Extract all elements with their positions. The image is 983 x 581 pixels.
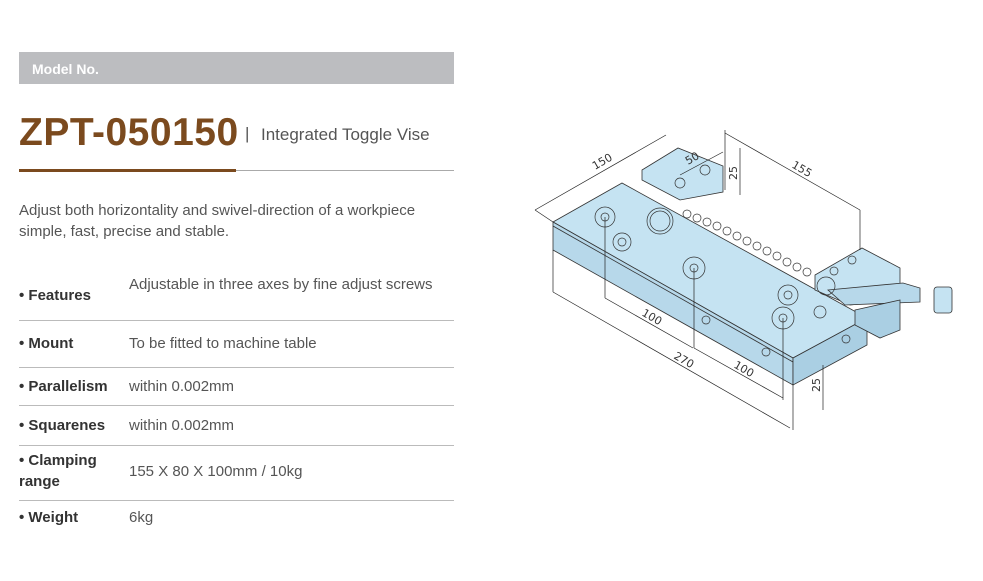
spec-value: 6kg [129, 509, 154, 526]
spec-value: Adjustable in three axes by fine adjust … [129, 276, 433, 293]
dim-jaw-height: 25 [727, 166, 740, 180]
dimension-lines [534, 130, 861, 430]
product-description: Adjust both horizontality and swivel-dir… [19, 202, 416, 240]
toggle-lever [827, 282, 921, 306]
spec-row-weight: • Weight 6kg [19, 501, 454, 535]
model-number: ZPT-050150 [19, 111, 239, 154]
spec-label: • Parallelism [19, 378, 108, 395]
spec-value: within 0.002mm [129, 378, 235, 395]
clamp-slide [854, 299, 901, 339]
spec-row-clamping-range: • Clamping range 155 X 80 X 100mm / 10kg [19, 446, 454, 501]
title-accent-divider [19, 169, 236, 172]
body-side-face [792, 317, 868, 386]
spec-label: • Squarenes [19, 417, 106, 434]
toggle-knob [933, 286, 953, 314]
dim-jaw-width: 50 [683, 149, 702, 167]
spec-value: within 0.002mm [129, 417, 235, 434]
spec-row-squareness: • Squarenes within 0.002mm [19, 406, 454, 446]
spec-row-mount: • Mount To be fitted to machine table [19, 321, 454, 368]
spec-row-features: • Features Adjustable in three axes by f… [19, 272, 454, 321]
title-divider [19, 170, 454, 171]
model-label-bar: Model No. [19, 52, 454, 84]
title-separator: | [245, 124, 250, 143]
spec-row-parallelism: • Parallelism within 0.002mm [19, 368, 454, 406]
spec-label: • Mount [19, 335, 74, 352]
spec-label: • Weight [19, 509, 79, 526]
dim-length: 270 [672, 349, 697, 371]
spec-label: • Features [19, 287, 91, 304]
dim-width: 150 [590, 151, 615, 173]
dim-height: 25 [810, 378, 823, 392]
spec-label: • Clamping range [19, 452, 97, 490]
spec-value: 155 X 80 X 100mm / 10kg [129, 463, 303, 480]
product-name: Integrated Toggle Vise [261, 125, 430, 144]
hole-row [682, 209, 812, 277]
model-label: Model No. [32, 61, 99, 77]
spec-value: To be fitted to machine table [129, 335, 317, 352]
